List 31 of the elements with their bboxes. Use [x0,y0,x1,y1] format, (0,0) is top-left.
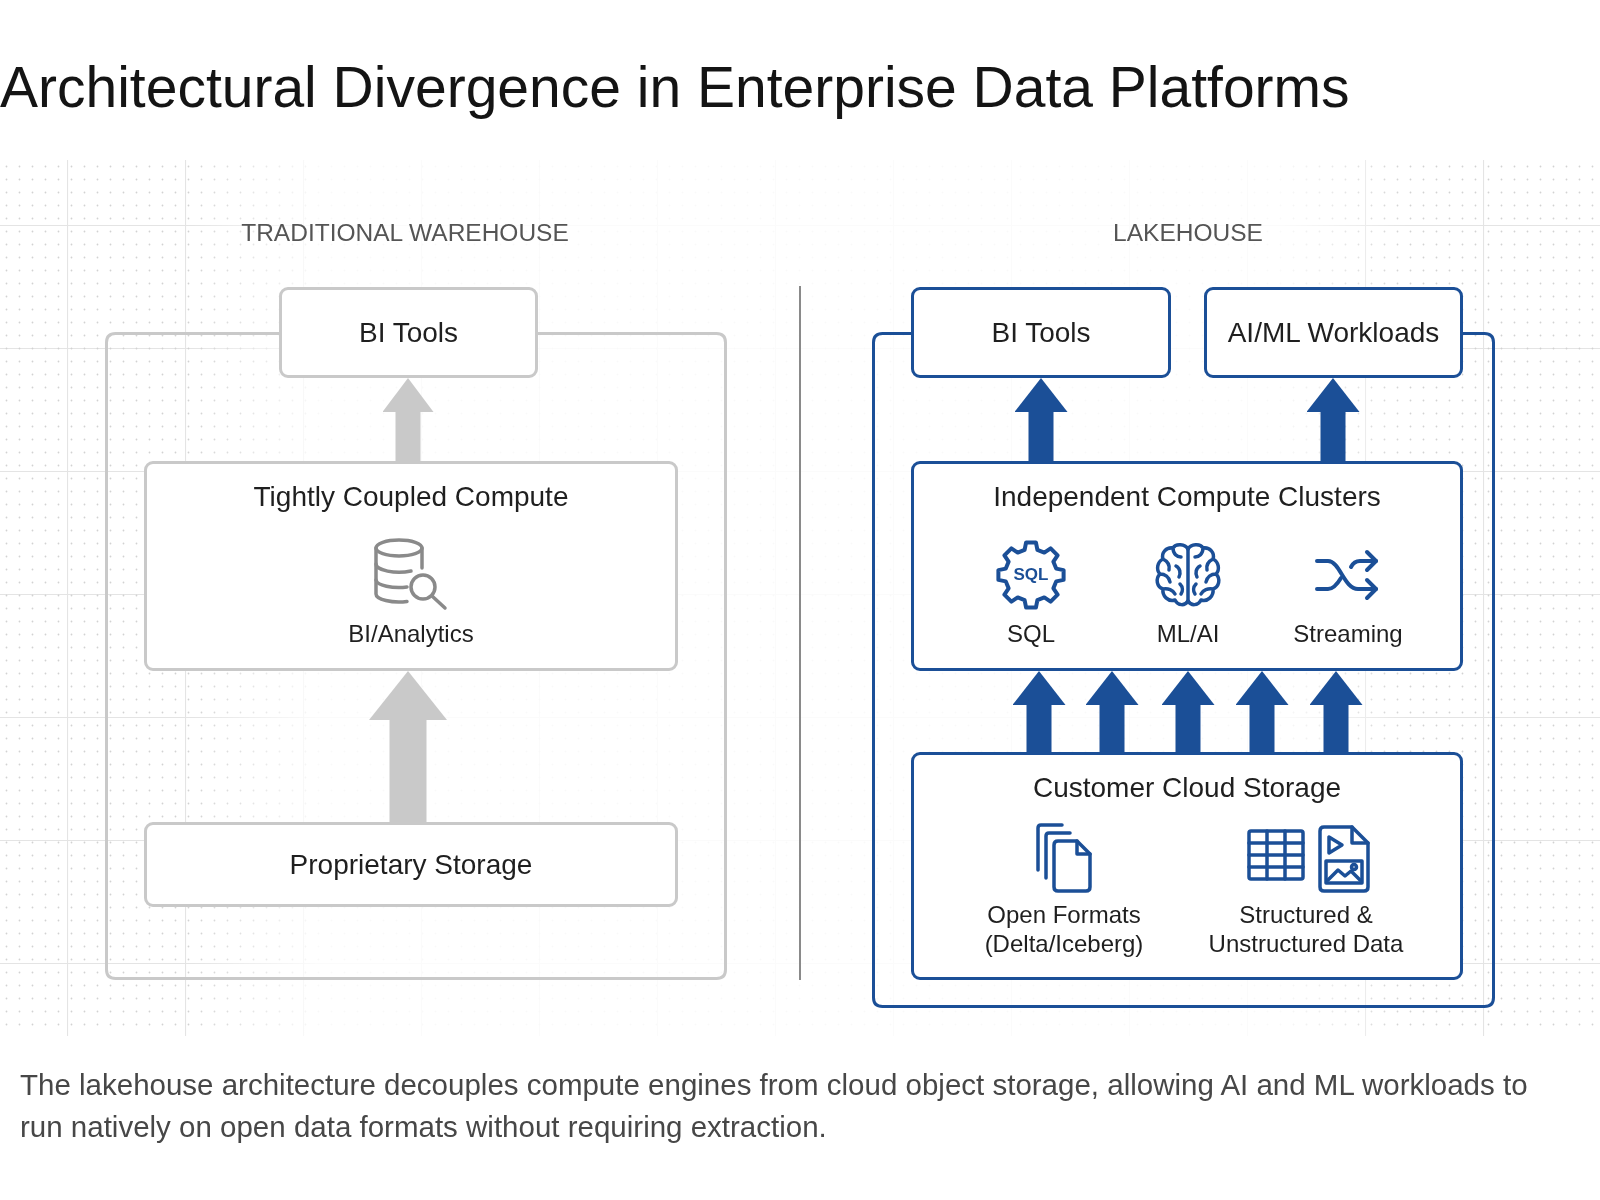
panel-heading: TRADITIONAL WAREHOUSE [241,218,569,248]
icon-caption: BI/Analytics [348,619,474,649]
box-label: Tightly Coupled Compute [253,480,569,514]
block-arrow [1012,671,1066,752]
panel-heading: LAKEHOUSE [1113,218,1263,248]
icon-caption: Streaming [1293,619,1403,649]
icon-caption: SQL [1007,619,1055,649]
icon-caption: Open Formats (Delta/Iceberg) [983,901,1145,959]
block-arrow [1014,378,1068,461]
block-arrow [382,378,434,461]
block-arrow [1161,671,1215,752]
box-label: AI/ML Workloads [1227,315,1440,350]
box-label: Proprietary Storage [289,847,533,882]
component-box [144,461,678,671]
block-arrow [369,671,447,822]
box-label: Customer Cloud Storage [1032,771,1342,805]
caption-text: The lakehouse architecture decouples compute engines from cloud object storage, allowing AI and ML workloads to run natively on open data formats without requiring extraction. [20,1067,1529,1145]
block-arrow [1235,671,1289,752]
icon-caption: ML/AI [1156,619,1220,649]
block-arrow [1085,671,1139,752]
gear-label: SQL [1013,564,1049,586]
block-arrow [1306,378,1360,461]
box-label: BI Tools [358,315,459,350]
block-arrow [1309,671,1363,752]
component-box [144,822,678,907]
diagram-title: Architectural Divergence in Enterprise Data Platforms [0,54,1350,120]
component-box [911,752,1463,980]
component-box [911,461,1463,671]
box-label: Independent Compute Clusters [993,480,1381,514]
icon-caption: Structured & Unstructured Data [1207,901,1405,959]
box-label: BI Tools [991,315,1091,350]
